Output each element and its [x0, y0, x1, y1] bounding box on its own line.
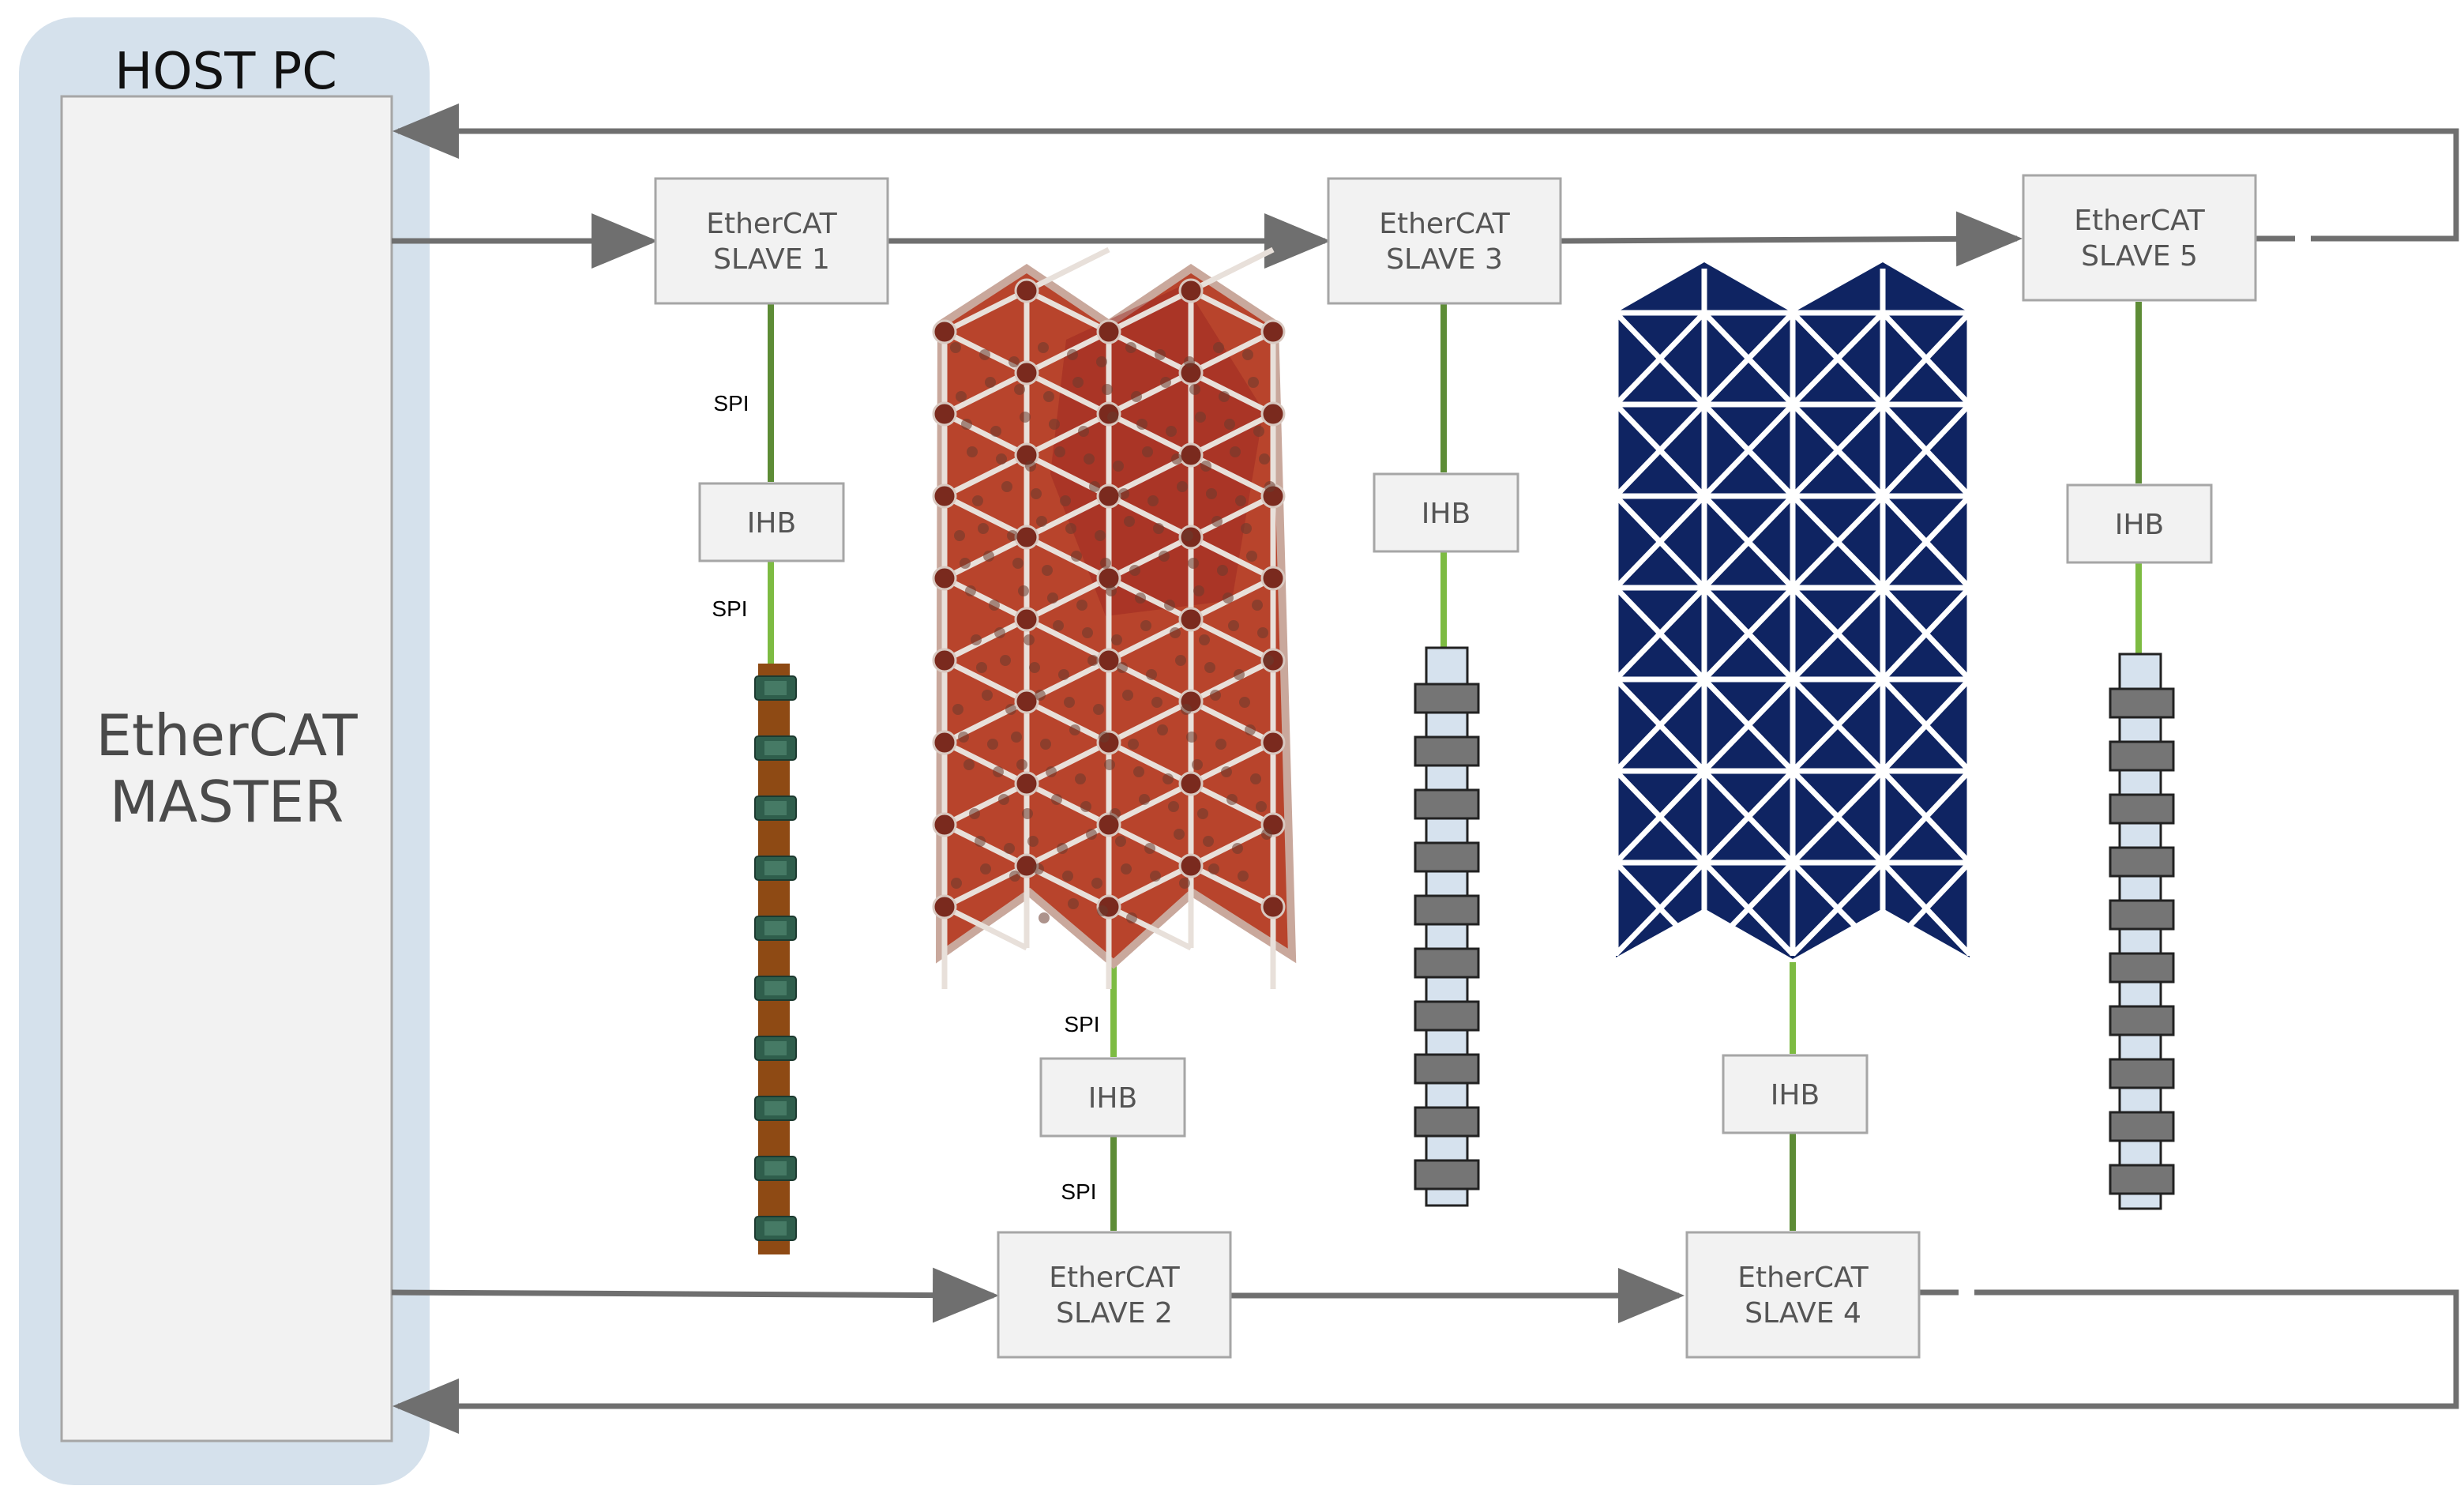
ethercat-slave-1: EtherCAT SLAVE 1 [654, 177, 889, 305]
ethercat-slave-5: EtherCAT SLAVE 5 [2022, 174, 2257, 302]
svg-text:SLAVE 5: SLAVE 5 [2081, 240, 2198, 273]
ihb-box-2: IHB [1039, 1057, 1186, 1138]
robot-skin-patch-image [932, 246, 1297, 989]
ihb-box-5: IHB [2066, 483, 2213, 564]
ihb-box-3: IHB [1373, 472, 1519, 553]
ethercat-master-box [60, 95, 393, 1442]
triangle-sensor-panel-image [1613, 262, 1973, 959]
svg-text:EtherCAT: EtherCAT [2074, 205, 2206, 237]
sensor-strip-1-image [754, 664, 797, 1254]
svg-text:SLAVE 2: SLAVE 2 [1056, 1297, 1173, 1330]
spi-label: SPI [713, 391, 749, 416]
spi-label: SPI [1064, 1012, 1099, 1036]
ihb-box-4: IHB [1722, 1054, 1869, 1134]
svg-text:EtherCAT: EtherCAT [706, 208, 838, 240]
sensor-strip-3-image [1414, 646, 1480, 1207]
bottom-bus [391, 1267, 2459, 1434]
host-pc-title: HOST PC [115, 43, 337, 101]
svg-text:IHB: IHB [747, 507, 796, 540]
spi-label: SPI [712, 596, 747, 621]
svg-text:EtherCAT: EtherCAT [1737, 1262, 1869, 1294]
svg-text:IHB: IHB [1422, 498, 1471, 530]
svg-text:SLAVE 3: SLAVE 3 [1386, 243, 1503, 276]
ethercat-slave-3: EtherCAT SLAVE 3 [1327, 177, 1562, 305]
svg-text:SLAVE 4: SLAVE 4 [1745, 1297, 1861, 1330]
sensor-strip-5-image [2109, 653, 2175, 1210]
svg-text:IHB: IHB [1771, 1079, 1820, 1111]
ethercat-master-label-line2: MASTER [110, 769, 344, 835]
spi-label: SPI [1061, 1179, 1096, 1204]
top-bus [392, 103, 2459, 269]
svg-text:SLAVE 1: SLAVE 1 [713, 243, 830, 276]
svg-text:EtherCAT: EtherCAT [1049, 1262, 1181, 1294]
ihb-box-1: IHB [698, 482, 845, 562]
svg-text:EtherCAT: EtherCAT [1379, 208, 1511, 240]
svg-text:IHB: IHB [1088, 1082, 1137, 1115]
svg-text:IHB: IHB [2115, 509, 2164, 541]
links [768, 302, 2142, 1231]
ethercat-slave-2: EtherCAT SLAVE 2 [997, 1231, 1232, 1359]
ethercat-slave-4: EtherCAT SLAVE 4 [1685, 1231, 1921, 1359]
ethercat-master-label-line1: EtherCAT [96, 702, 358, 769]
